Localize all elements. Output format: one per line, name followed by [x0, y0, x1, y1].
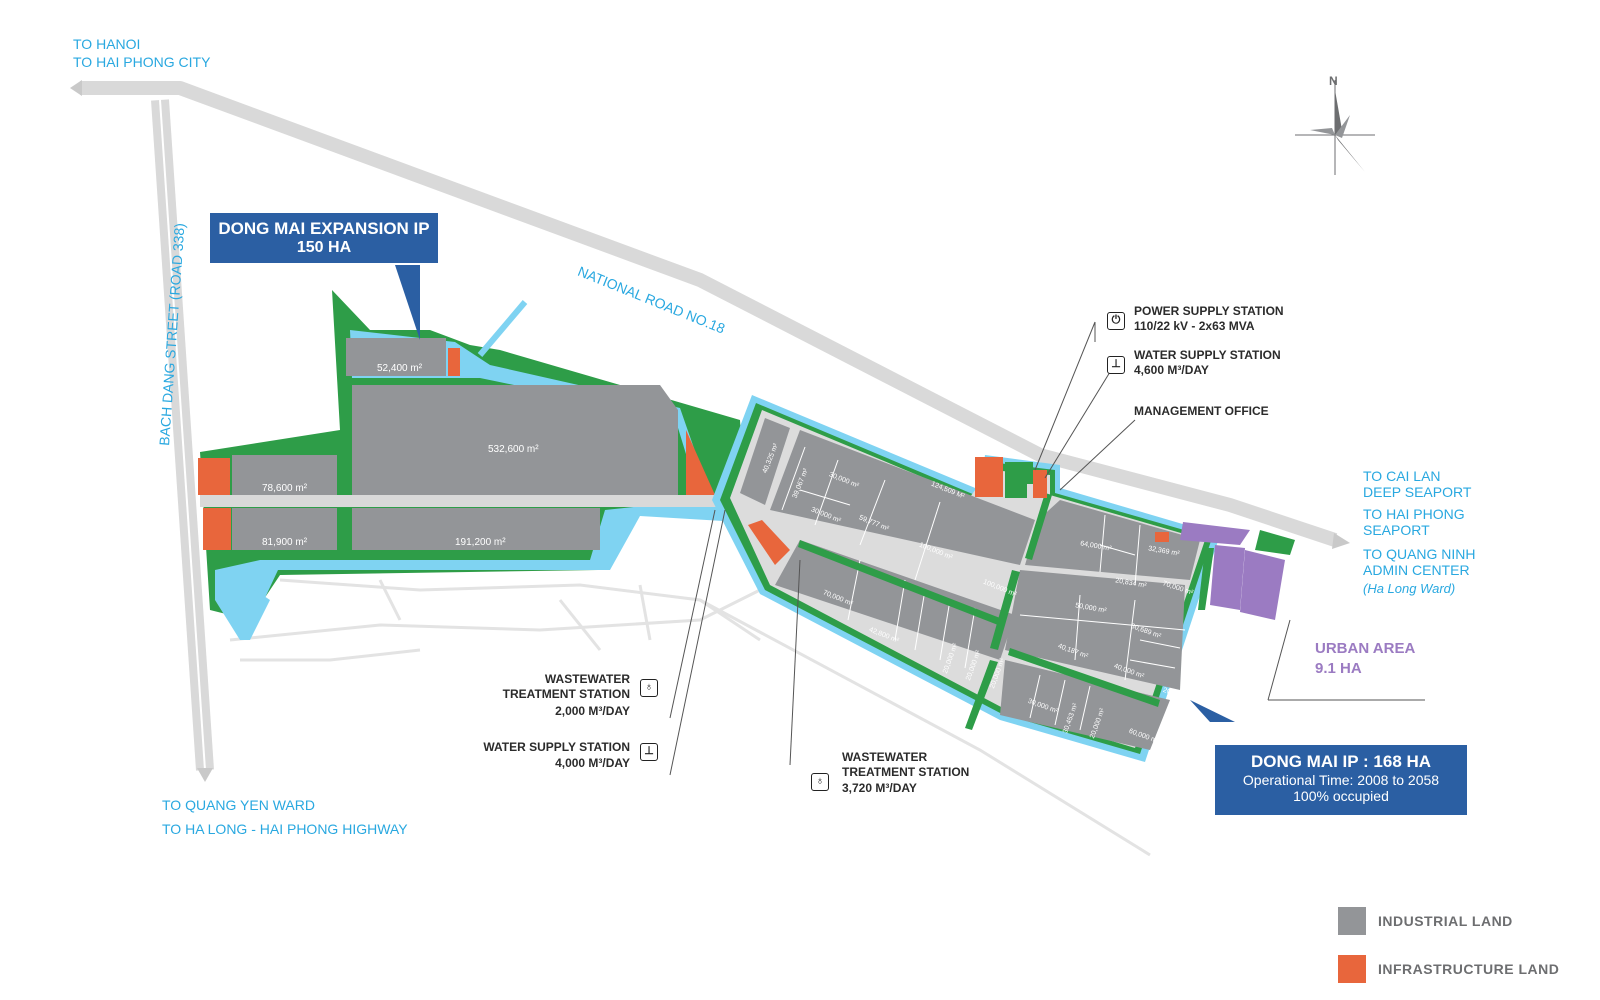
green-dm-office: [1005, 462, 1033, 484]
urban-area-value: 9.1 HA: [1315, 660, 1362, 677]
plot-label: 78,600 m²: [262, 483, 308, 494]
dong-mai-title: DONG MAI IP : 168 HA: [1250, 752, 1432, 771]
dir-deep-seaport: DEEP SEAPORT: [1363, 484, 1472, 500]
dong-mai-pointer: [1190, 700, 1235, 722]
dir-admin-center: ADMIN CENTER: [1363, 562, 1470, 578]
water-tap-icon: ⊥: [1107, 356, 1125, 374]
dir-highway: TO HA LONG - HAI PHONG HIGHWAY: [162, 821, 408, 837]
urban-title: URBAN AREA: [1315, 640, 1416, 657]
compass-n-label: N: [1329, 74, 1338, 88]
minor-roads: [229, 578, 1151, 857]
plot-label: 81,900 m²: [262, 537, 308, 548]
dir-quang-yen: TO QUANG YEN WARD: [162, 797, 315, 813]
wastewater-icon: ♁: [811, 773, 829, 791]
dir-quang-ninh: TO QUANG NINH: [1363, 546, 1476, 562]
infra-1: [448, 348, 460, 376]
plot-191200: [352, 508, 600, 550]
dir-ha-long-ward: (Ha Long Ward): [1363, 581, 1456, 596]
plot-label: 532,600 m²: [488, 444, 539, 455]
plot-label: 191,200 m²: [455, 537, 506, 548]
wastewater-west-name1: WASTEWATER: [544, 672, 630, 686]
water-west-spec: 4,000 M³/DAY: [555, 756, 630, 770]
dong-mai-time: Operational Time: 2008 to 2058: [1242, 772, 1440, 788]
plot-532600: [352, 385, 678, 495]
infra-dm-2: [975, 457, 1003, 497]
wastewater-south-name1: WASTEWATER: [842, 750, 928, 764]
infra-4: [686, 430, 715, 495]
infra-2: [198, 458, 230, 495]
expansion-pointer: [395, 265, 420, 340]
wastewater-west-name2: TREATMENT STATION: [502, 687, 630, 701]
wastewater-icon: ♁: [640, 679, 658, 697]
dir-seaport: SEAPORT: [1363, 522, 1430, 538]
expansion-water: [215, 330, 740, 640]
water-tap-icon: ⊥: [640, 743, 658, 761]
arrow-south: [197, 768, 213, 782]
legend-industrial-swatch: [1338, 907, 1366, 935]
expansion-callout: DONG MAI EXPANSION IP 150 HA: [210, 213, 438, 263]
dir-cai-lan: TO CAI LAN: [1363, 468, 1441, 484]
plot-78600: [232, 455, 337, 495]
wastewater-west-spec: 2,000 M³/DAY: [555, 704, 630, 718]
plot-52400: [346, 338, 446, 376]
dir-hanoi: TO HANOI: [73, 36, 141, 52]
urban-area-plots: [1180, 522, 1295, 620]
legend-infrastructure-swatch: [1338, 955, 1366, 983]
water-east-name: WATER SUPPLY STATION: [1134, 348, 1281, 362]
wastewater-south-spec: 3,720 M³/DAY: [842, 781, 917, 795]
legend-industrial-label: INDUSTRIAL LAND: [1378, 913, 1513, 929]
national-road-18: [80, 81, 1338, 547]
infra-dm-1: [748, 520, 790, 565]
power-spec: 110/22 kV - 2x63 MVA: [1134, 319, 1255, 333]
dir-hai-phong: TO HAI PHONG: [1363, 506, 1465, 522]
leader-lines: [669, 321, 1425, 776]
expansion-area: 150 HA: [296, 239, 352, 256]
power-icon: ⏻: [1107, 312, 1125, 330]
power-name: POWER SUPPLY STATION: [1134, 304, 1284, 318]
plot-81900: [232, 508, 337, 550]
compass-rose: [1295, 80, 1375, 175]
management-office-mark: [1155, 532, 1169, 542]
expansion-title: DONG MAI EXPANSION IP: [218, 219, 430, 238]
arrow-east: [1332, 533, 1350, 549]
wastewater-south-name2: TREATMENT STATION: [842, 765, 970, 779]
dong-mai-callout: DONG MAI IP : 168 HA Operational Time: 2…: [1215, 745, 1467, 815]
management-office-label: MANAGEMENT OFFICE: [1134, 404, 1269, 418]
dong-mai-status: 100% occupied: [1293, 788, 1389, 804]
water-west-name: WATER SUPPLY STATION: [483, 740, 630, 754]
water-east-spec: 4,600 M³/DAY: [1134, 363, 1209, 377]
arrow-west: [70, 80, 82, 96]
legend-infrastructure-label: INFRASTRUCTURE LAND: [1378, 961, 1560, 977]
plot-label: 52,400 m²: [377, 363, 423, 374]
infra-3: [203, 508, 231, 550]
dir-hai-phong-city: TO HAI PHONG CITY: [73, 54, 211, 70]
infra-dm-3: [1033, 470, 1047, 498]
